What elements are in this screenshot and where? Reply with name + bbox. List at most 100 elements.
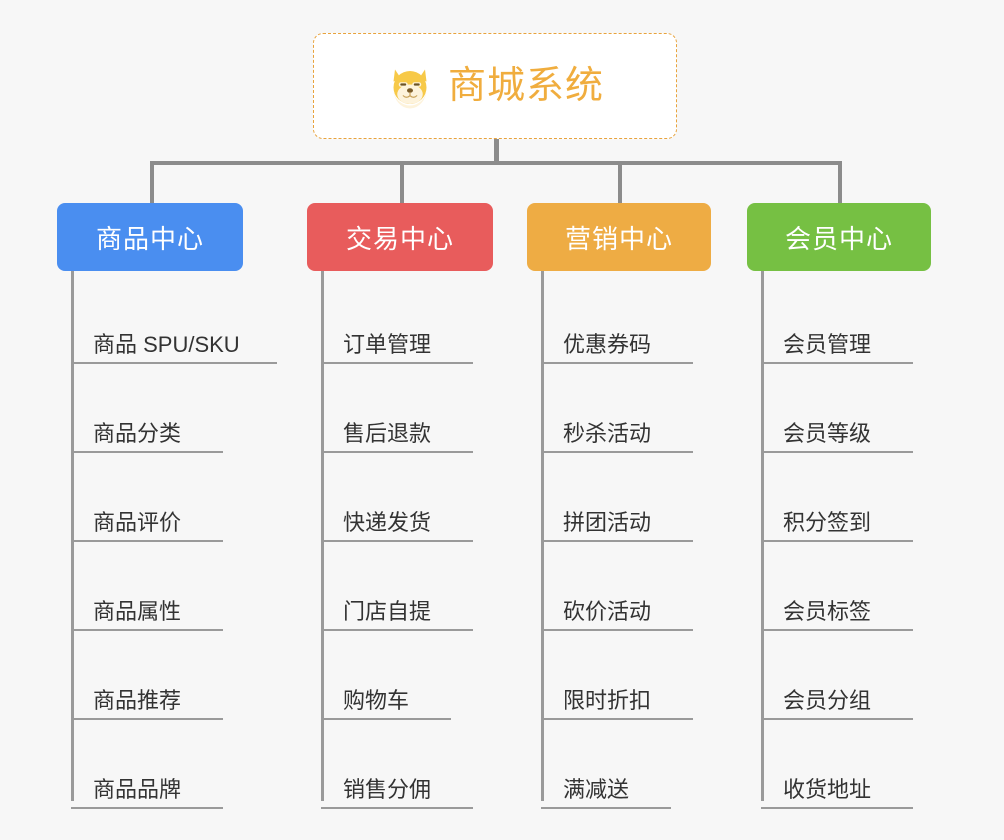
leaf-label: 门店自提 bbox=[343, 598, 432, 624]
category-box-4[interactable]: 会员中心 bbox=[747, 203, 931, 271]
leaf-item[interactable]: 快递发货 bbox=[307, 453, 507, 542]
leaf-underline bbox=[761, 540, 913, 542]
leaf-item[interactable]: 满减送 bbox=[527, 720, 717, 809]
leaf-item[interactable]: 限时折扣 bbox=[527, 631, 717, 720]
leaf-item[interactable]: 优惠券码 bbox=[527, 275, 717, 364]
leaf-item[interactable]: 销售分佣 bbox=[307, 720, 507, 809]
leaf-underline bbox=[541, 718, 693, 720]
connector-root-stem bbox=[494, 139, 499, 163]
connector-drop-1 bbox=[150, 161, 154, 203]
branch-column-2: 交易中心 订单管理 售后退款 快递发货 门店自提 购物车 bbox=[307, 203, 507, 809]
shiba-dog-face-icon bbox=[393, 69, 427, 109]
leaf-label: 优惠券码 bbox=[563, 331, 652, 357]
leaf-list-2: 订单管理 售后退款 快递发货 门店自提 购物车 销售分佣 bbox=[307, 271, 507, 809]
leaf-underline bbox=[71, 362, 277, 364]
leaf-spine-2 bbox=[321, 271, 324, 801]
leaf-list-4: 会员管理 会员等级 积分签到 会员标签 会员分组 收货地址 bbox=[747, 271, 937, 809]
leaf-underline bbox=[71, 629, 223, 631]
leaf-label: 积分签到 bbox=[783, 509, 872, 535]
leaf-spine-4 bbox=[761, 271, 764, 801]
leaf-underline bbox=[321, 718, 451, 720]
category-title-1: 商品中心 bbox=[95, 223, 204, 254]
connector-horizontal-bus bbox=[150, 161, 842, 165]
leaf-label: 会员分组 bbox=[783, 687, 872, 713]
leaf-underline bbox=[71, 718, 223, 720]
leaf-label: 会员管理 bbox=[783, 331, 872, 357]
leaf-item[interactable]: 商品 SPU/SKU bbox=[57, 275, 277, 364]
connector-drop-4 bbox=[838, 161, 842, 203]
leaf-item[interactable]: 商品评价 bbox=[57, 453, 257, 542]
leaf-label: 销售分佣 bbox=[343, 776, 432, 802]
leaf-underline bbox=[321, 540, 473, 542]
leaf-item[interactable]: 售后退款 bbox=[307, 364, 507, 453]
leaf-label: 拼团活动 bbox=[563, 509, 652, 535]
branch-column-4: 会员中心 会员管理 会员等级 积分签到 会员标签 会员分组 bbox=[747, 203, 937, 809]
leaf-item[interactable]: 购物车 bbox=[307, 631, 507, 720]
leaf-underline bbox=[321, 807, 473, 809]
leaf-item[interactable]: 商品分类 bbox=[57, 364, 257, 453]
leaf-underline bbox=[541, 629, 693, 631]
leaf-spine-3 bbox=[541, 271, 544, 801]
connector-drop-2 bbox=[400, 161, 404, 203]
branch-column-3: 营销中心 优惠券码 秒杀活动 拼团活动 砍价活动 限时折扣 bbox=[527, 203, 717, 809]
leaf-label: 收货地址 bbox=[783, 776, 872, 802]
leaf-underline bbox=[761, 362, 913, 364]
category-title-4: 会员中心 bbox=[784, 223, 893, 254]
leaf-item[interactable]: 会员等级 bbox=[747, 364, 937, 453]
leaf-underline bbox=[321, 629, 473, 631]
leaf-underline bbox=[761, 718, 913, 720]
leaf-item[interactable]: 会员分组 bbox=[747, 631, 937, 720]
leaf-label: 商品属性 bbox=[93, 598, 182, 624]
connector-drop-3 bbox=[618, 161, 622, 203]
branch-column-1: 商品中心 商品 SPU/SKU 商品分类 商品评价 商品属性 商品推荐 bbox=[57, 203, 277, 809]
leaf-item[interactable]: 会员管理 bbox=[747, 275, 937, 364]
category-box-3[interactable]: 营销中心 bbox=[527, 203, 711, 271]
leaf-item[interactable]: 商品推荐 bbox=[57, 631, 257, 720]
leaf-underline bbox=[541, 540, 693, 542]
leaf-underline bbox=[541, 362, 693, 364]
leaf-label: 商品 SPU/SKU bbox=[93, 331, 240, 357]
leaf-underline bbox=[71, 540, 223, 542]
leaf-label: 商品推荐 bbox=[93, 687, 182, 713]
category-title-3: 营销中心 bbox=[564, 223, 673, 254]
leaf-item[interactable]: 砍价活动 bbox=[527, 542, 717, 631]
leaf-item[interactable]: 秒杀活动 bbox=[527, 364, 717, 453]
leaf-list-3: 优惠券码 秒杀活动 拼团活动 砍价活动 限时折扣 满减送 bbox=[527, 271, 717, 809]
leaf-underline bbox=[321, 362, 473, 364]
category-box-1[interactable]: 商品中心 bbox=[57, 203, 243, 271]
leaf-item[interactable]: 拼团活动 bbox=[527, 453, 717, 542]
leaf-label: 商品品牌 bbox=[93, 776, 182, 802]
leaf-item[interactable]: 收货地址 bbox=[747, 720, 937, 809]
leaf-label: 限时折扣 bbox=[563, 687, 652, 713]
leaf-label: 商品评价 bbox=[93, 509, 182, 535]
leaf-spine-1 bbox=[71, 271, 74, 801]
leaf-item[interactable]: 会员标签 bbox=[747, 542, 937, 631]
leaf-label: 秒杀活动 bbox=[563, 420, 652, 446]
leaf-item[interactable]: 商品品牌 bbox=[57, 720, 257, 809]
leaf-label: 砍价活动 bbox=[563, 598, 652, 624]
leaf-label: 购物车 bbox=[343, 687, 410, 713]
category-title-2: 交易中心 bbox=[345, 223, 454, 254]
leaf-underline bbox=[541, 451, 693, 453]
leaf-list-1: 商品 SPU/SKU 商品分类 商品评价 商品属性 商品推荐 商品品牌 bbox=[57, 271, 277, 809]
leaf-label: 快递发货 bbox=[343, 509, 432, 535]
leaf-label: 售后退款 bbox=[343, 420, 432, 446]
root-node-mall-system[interactable]: 商城系统 bbox=[313, 33, 677, 139]
leaf-label: 商品分类 bbox=[93, 420, 182, 446]
leaf-underline bbox=[71, 807, 223, 809]
leaf-label: 会员等级 bbox=[783, 420, 872, 446]
leaf-underline bbox=[71, 451, 223, 453]
leaf-item[interactable]: 积分签到 bbox=[747, 453, 937, 542]
leaf-label: 订单管理 bbox=[343, 331, 432, 357]
category-box-2[interactable]: 交易中心 bbox=[307, 203, 493, 271]
leaf-underline bbox=[761, 451, 913, 453]
leaf-item[interactable]: 商品属性 bbox=[57, 542, 257, 631]
leaf-item[interactable]: 门店自提 bbox=[307, 542, 507, 631]
leaf-underline bbox=[761, 629, 913, 631]
root-node-title: 商城系统 bbox=[447, 65, 604, 107]
leaf-item[interactable]: 订单管理 bbox=[307, 275, 507, 364]
leaf-underline bbox=[761, 807, 913, 809]
leaf-underline bbox=[541, 807, 671, 809]
leaf-underline bbox=[321, 451, 473, 453]
